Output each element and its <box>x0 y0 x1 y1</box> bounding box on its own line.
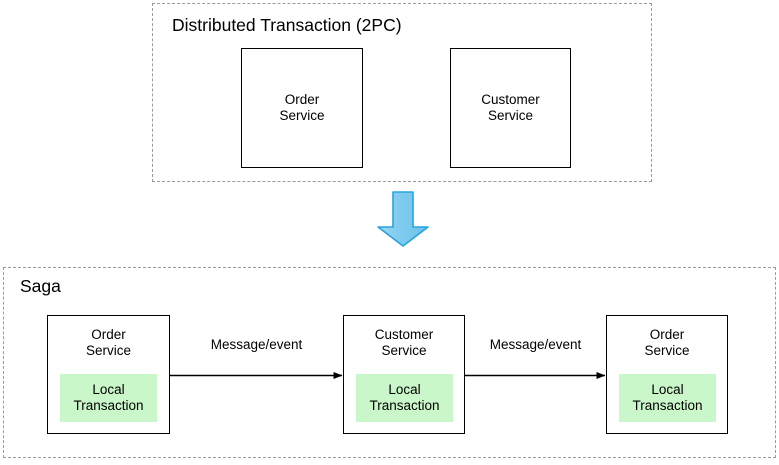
node-customer-service-2pc[interactable]: Customer Service <box>450 48 571 168</box>
edge-label-message-event-2: Message/event <box>489 337 582 352</box>
node-order-service-saga-1[interactable]: Order Service Local Transaction <box>47 315 170 434</box>
node-customer-service-saga[interactable]: Customer Service Local Transaction <box>343 315 465 434</box>
group-title-saga: Saga <box>20 276 61 296</box>
local-transaction-badge: Local Transaction <box>356 374 453 422</box>
node-label: Order Service <box>85 327 131 358</box>
group-title-distributed-transaction: Distributed Transaction (2PC) <box>172 15 402 35</box>
node-label: Customer Service <box>374 327 434 358</box>
node-label: Order Service <box>644 327 690 358</box>
node-order-service-2pc[interactable]: Order Service <box>241 48 363 168</box>
group-distributed-transaction <box>152 3 652 182</box>
local-transaction-badge: Local Transaction <box>60 374 157 422</box>
node-label: Order Service <box>279 92 325 123</box>
downward-transition-arrow <box>377 191 429 247</box>
group-saga <box>3 267 776 458</box>
local-transaction-badge: Local Transaction <box>619 374 716 422</box>
node-label: Customer Service <box>481 92 540 123</box>
edge-label-message-event-1: Message/event <box>210 337 303 352</box>
node-order-service-saga-2[interactable]: Order Service Local Transaction <box>606 315 728 434</box>
